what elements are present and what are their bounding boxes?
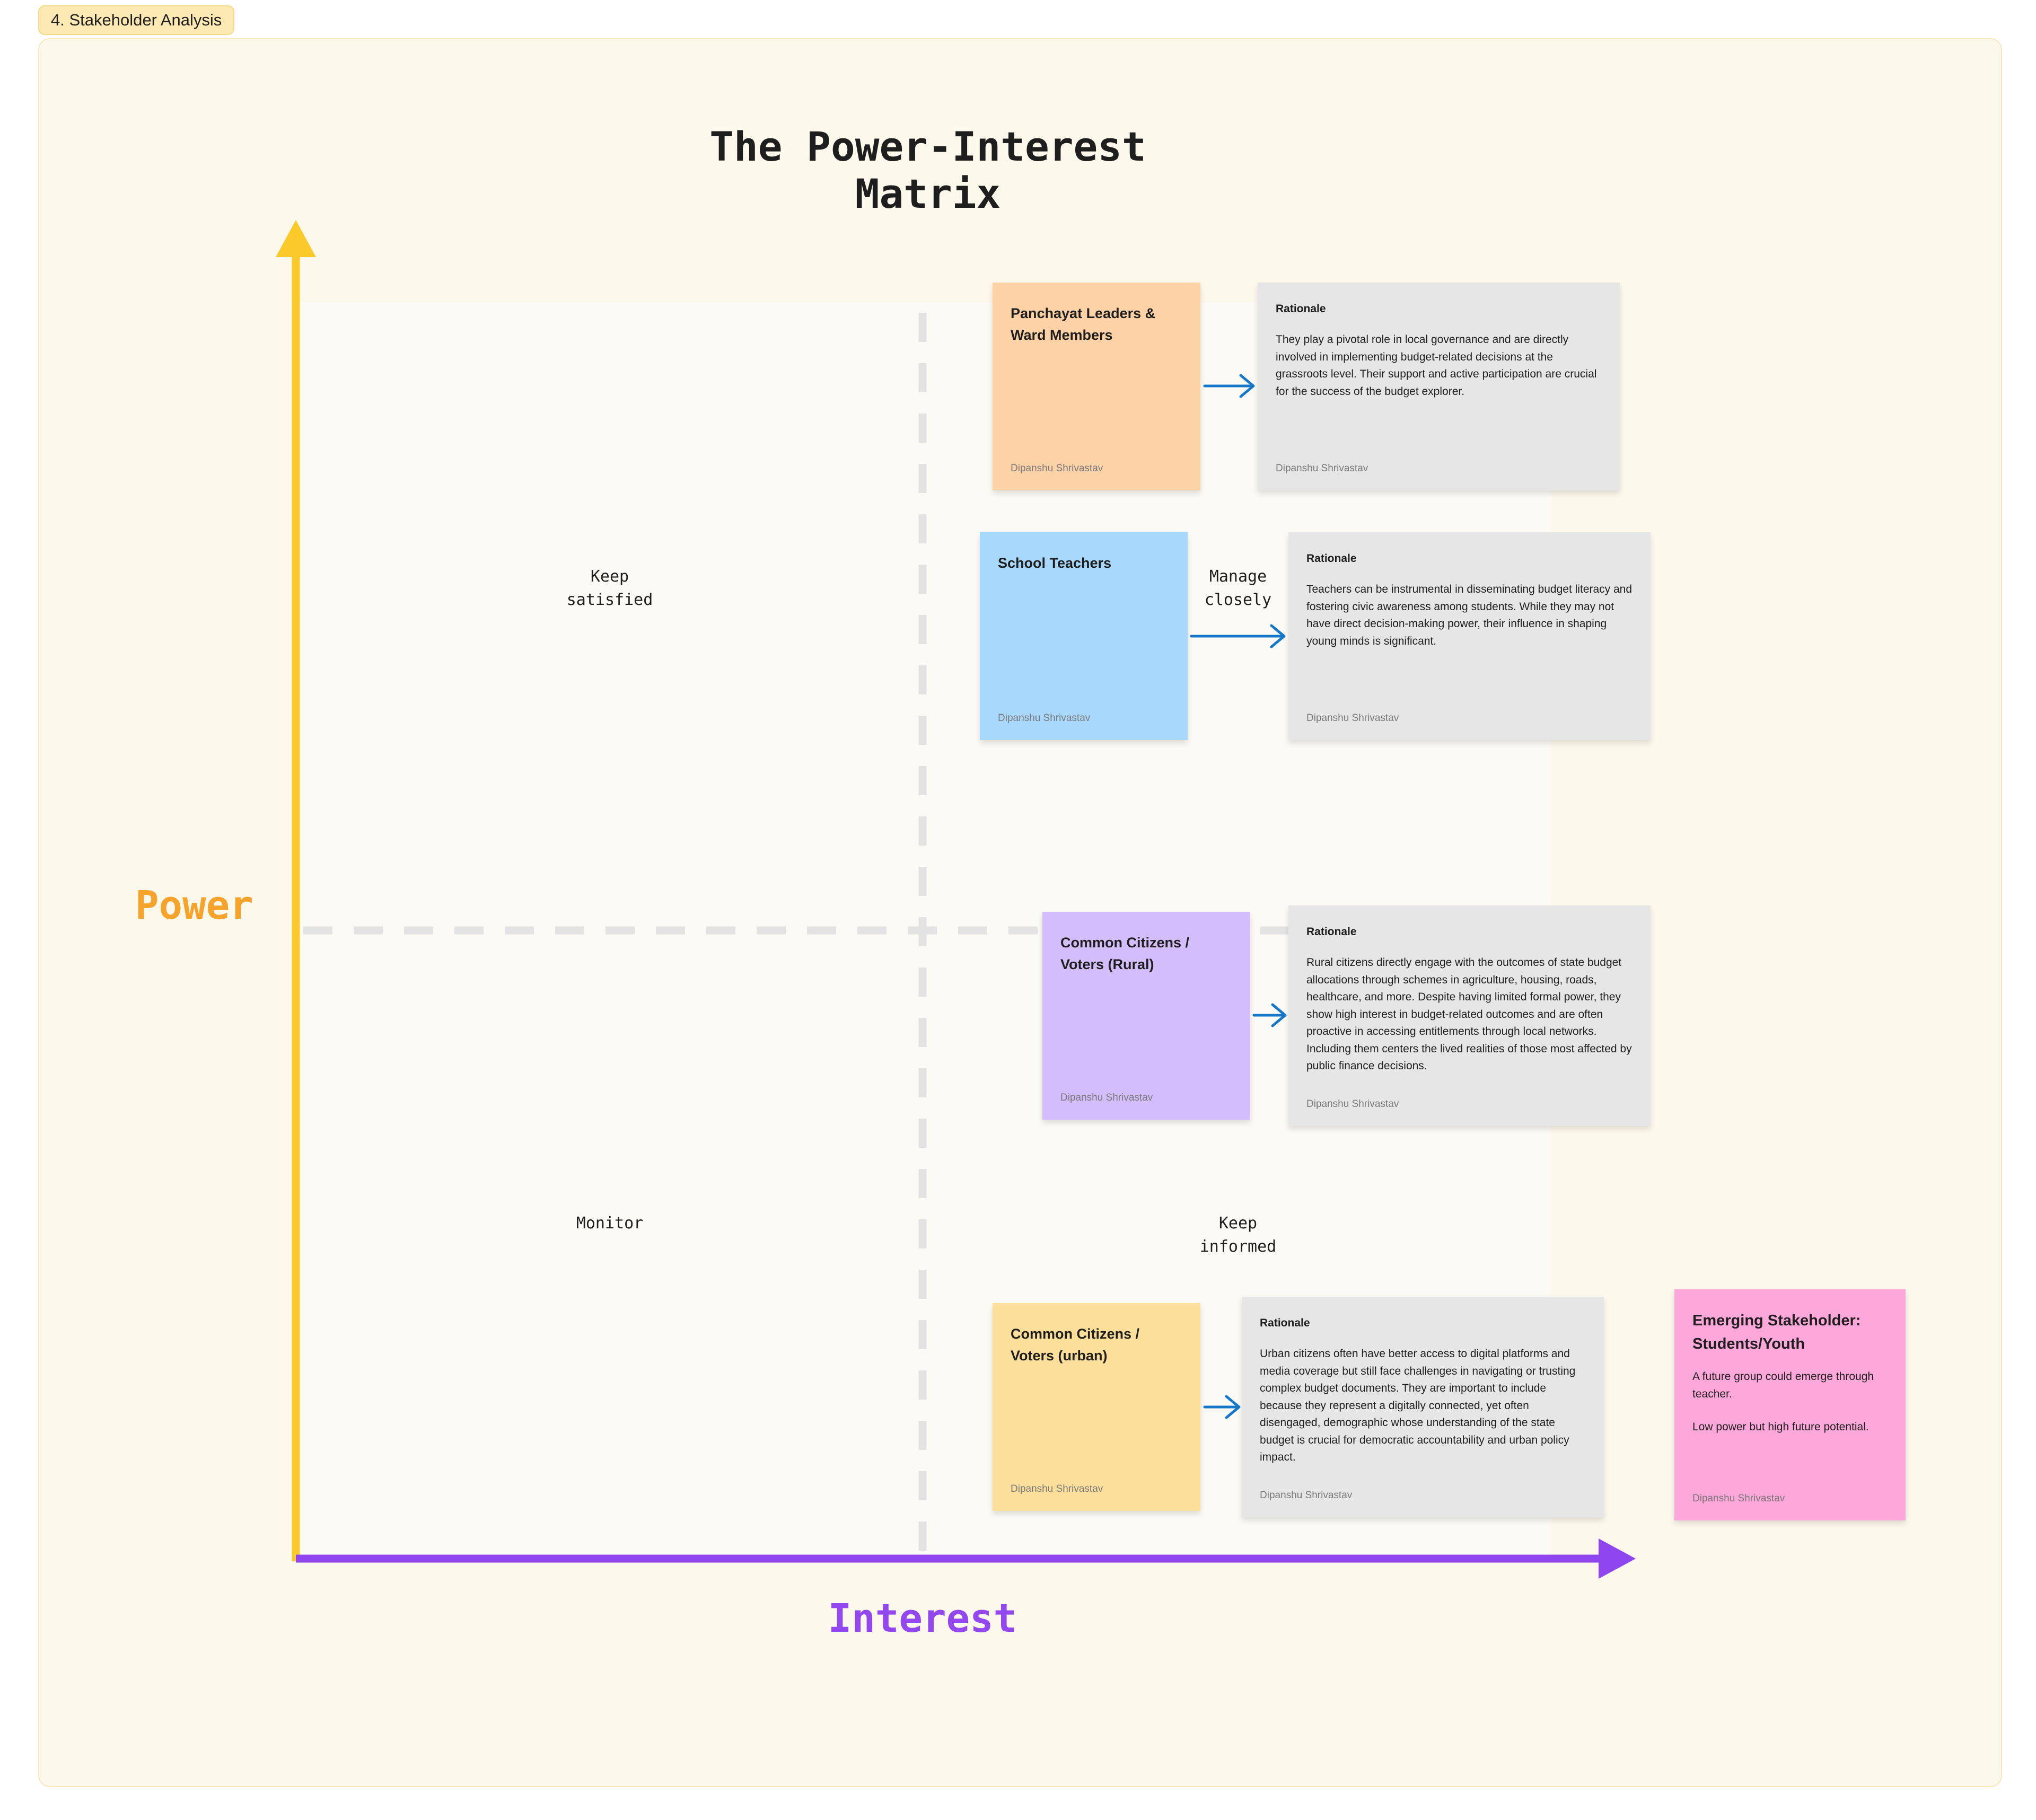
sticky-author: Dipanshu Shrivastav bbox=[1276, 463, 1368, 474]
matrix-title: The Power-Interest Matrix bbox=[709, 123, 1146, 217]
rationale-panchayat[interactable]: Rationale They play a pivotal role in lo… bbox=[1258, 283, 1620, 490]
sticky-title: Panchayat Leaders & Ward Members bbox=[1011, 305, 1156, 343]
power-axis-arrowhead bbox=[276, 220, 316, 257]
sticky-citizens-urban[interactable]: Common Citizens / Voters (urban) Dipansh… bbox=[993, 1303, 1200, 1511]
sticky-author: Dipanshu Shrivastav bbox=[1011, 463, 1103, 474]
sticky-author: Dipanshu Shrivastav bbox=[1692, 1493, 1785, 1504]
rationale-text: They play a pivotal role in local govern… bbox=[1276, 333, 1597, 398]
connector-arrow bbox=[1252, 1003, 1287, 1027]
quadrant-monitor: Monitor bbox=[576, 1214, 644, 1233]
sticky-author: Dipanshu Shrivastav bbox=[1011, 1483, 1103, 1494]
connector-arrow bbox=[1203, 1395, 1241, 1419]
rationale-citizens-rural[interactable]: Rationale Rural citizens directly engage… bbox=[1288, 905, 1651, 1126]
rationale-heading: Rationale bbox=[1306, 552, 1357, 565]
rationale-school-teachers[interactable]: Rationale Teachers can be instrumental i… bbox=[1288, 532, 1651, 740]
rationale-text: Teachers can be instrumental in dissemin… bbox=[1306, 583, 1633, 647]
rationale-heading: Rationale bbox=[1306, 926, 1357, 938]
connector-arrow bbox=[1190, 624, 1286, 648]
sticky-school-teachers[interactable]: School Teachers Dipanshu Shrivastav bbox=[980, 532, 1188, 740]
rationale-text: Urban citizens often have better access … bbox=[1260, 1348, 1576, 1464]
sticky-body: A future group could emerge through teac… bbox=[1692, 1368, 1888, 1436]
sticky-title: School Teachers bbox=[998, 555, 1112, 571]
sticky-author: Dipanshu Shrivastav bbox=[998, 713, 1091, 724]
connector-arrow bbox=[1203, 374, 1255, 398]
rationale-heading: Rationale bbox=[1276, 303, 1326, 315]
emerging-line-1: A future group could emerge through teac… bbox=[1692, 1370, 1874, 1400]
section-label[interactable]: 4. Stakeholder Analysis bbox=[38, 5, 235, 35]
sticky-title: Common Citizens / Voters (urban) bbox=[1011, 1326, 1140, 1364]
sticky-author: Dipanshu Shrivastav bbox=[1060, 1092, 1153, 1103]
sticky-author: Dipanshu Shrivastav bbox=[1306, 713, 1399, 724]
interest-axis-label: Interest bbox=[828, 1596, 1017, 1641]
power-axis-label: Power bbox=[135, 883, 253, 928]
sticky-title: Common Citizens / Voters (Rural) bbox=[1060, 935, 1190, 972]
rationale-heading: Rationale bbox=[1260, 1317, 1310, 1329]
rationale-text: Rural citizens directly engage with the … bbox=[1306, 956, 1632, 1072]
quadrant-keep-satisfied: Keep satisfied bbox=[566, 567, 653, 609]
sticky-title: Emerging Stakeholder: Students/Youth bbox=[1692, 1312, 1861, 1352]
rationale-citizens-urban[interactable]: Rationale Urban citizens often have bett… bbox=[1242, 1297, 1604, 1517]
interest-axis-arrowhead bbox=[1599, 1538, 1636, 1579]
quadrant-keep-informed: Keep informed bbox=[1199, 1214, 1277, 1256]
emerging-line-2: Low power but high future potential. bbox=[1692, 1421, 1869, 1434]
sticky-panchayat-leaders[interactable]: Panchayat Leaders & Ward Members Dipansh… bbox=[993, 283, 1200, 490]
sticky-emerging-stakeholder[interactable]: Emerging Stakeholder: Students/Youth A f… bbox=[1674, 1289, 1906, 1520]
sticky-author: Dipanshu Shrivastav bbox=[1260, 1490, 1353, 1501]
quadrant-manage-closely: Manage closely bbox=[1204, 567, 1272, 609]
sticky-author: Dipanshu Shrivastav bbox=[1306, 1098, 1399, 1110]
sticky-citizens-rural[interactable]: Common Citizens / Voters (Rural) Dipansh… bbox=[1042, 912, 1250, 1120]
